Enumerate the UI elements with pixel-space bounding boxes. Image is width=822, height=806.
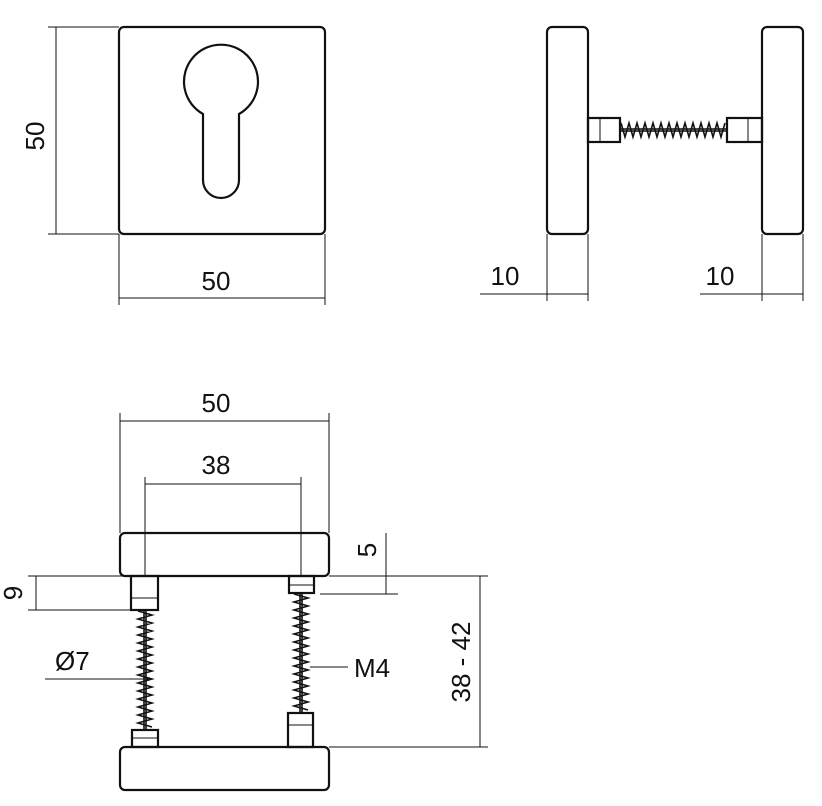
- door-thickness-dimension: 38 - 42: [329, 575, 488, 748]
- rose-thickness-label: 5: [352, 543, 382, 557]
- screw-spacing-label: 38: [202, 450, 231, 480]
- front-height-label: 50: [20, 122, 50, 151]
- bush-right-side: [725, 116, 764, 144]
- top-view: 50 38 5 9 Ø7 M4: [0, 388, 488, 792]
- bush-right-bottom: [286, 711, 315, 749]
- side-right-thickness-label: 10: [706, 261, 735, 291]
- keyhole-cutout: [182, 43, 260, 200]
- front-width-dimension: 50: [118, 234, 326, 305]
- side-left-thickness-dimension: 10: [480, 234, 589, 301]
- side-left-thickness-label: 10: [491, 261, 520, 291]
- thread-callout: M4: [310, 653, 390, 683]
- bush-diameter-dimension: Ø7: [45, 646, 150, 680]
- bush-diameter-label: Ø7: [55, 646, 90, 676]
- front-height-dimension: 50: [20, 26, 119, 235]
- rose-bottom: [118, 745, 331, 792]
- screw-thread-right: [291, 593, 311, 712]
- side-view: 10 10: [480, 25, 805, 301]
- side-right-thickness-dimension: 10: [700, 234, 804, 301]
- front-width-label: 50: [202, 266, 231, 296]
- rose-left-side: [545, 25, 590, 236]
- screw-thread-left: [135, 610, 155, 729]
- bush-height-label: 9: [0, 586, 28, 600]
- bush-height-dimension: 9: [0, 575, 131, 611]
- thread-label: M4: [354, 653, 390, 683]
- bush-left-side: [586, 116, 622, 144]
- screw-thread-side: [620, 120, 726, 140]
- front-view: 50 50: [20, 25, 327, 305]
- door-thickness-label: 38 - 42: [446, 622, 476, 703]
- top-width-dimension: 50: [119, 388, 330, 533]
- screw-spacing-dimension: 38: [144, 450, 302, 576]
- top-width-label: 50: [202, 388, 231, 418]
- rose-thickness-dimension: 5: [320, 533, 398, 595]
- bush-left-top: [129, 574, 160, 612]
- rose-plate-front: [117, 25, 327, 236]
- rose-top: [118, 531, 331, 578]
- rose-right-side: [760, 25, 805, 236]
